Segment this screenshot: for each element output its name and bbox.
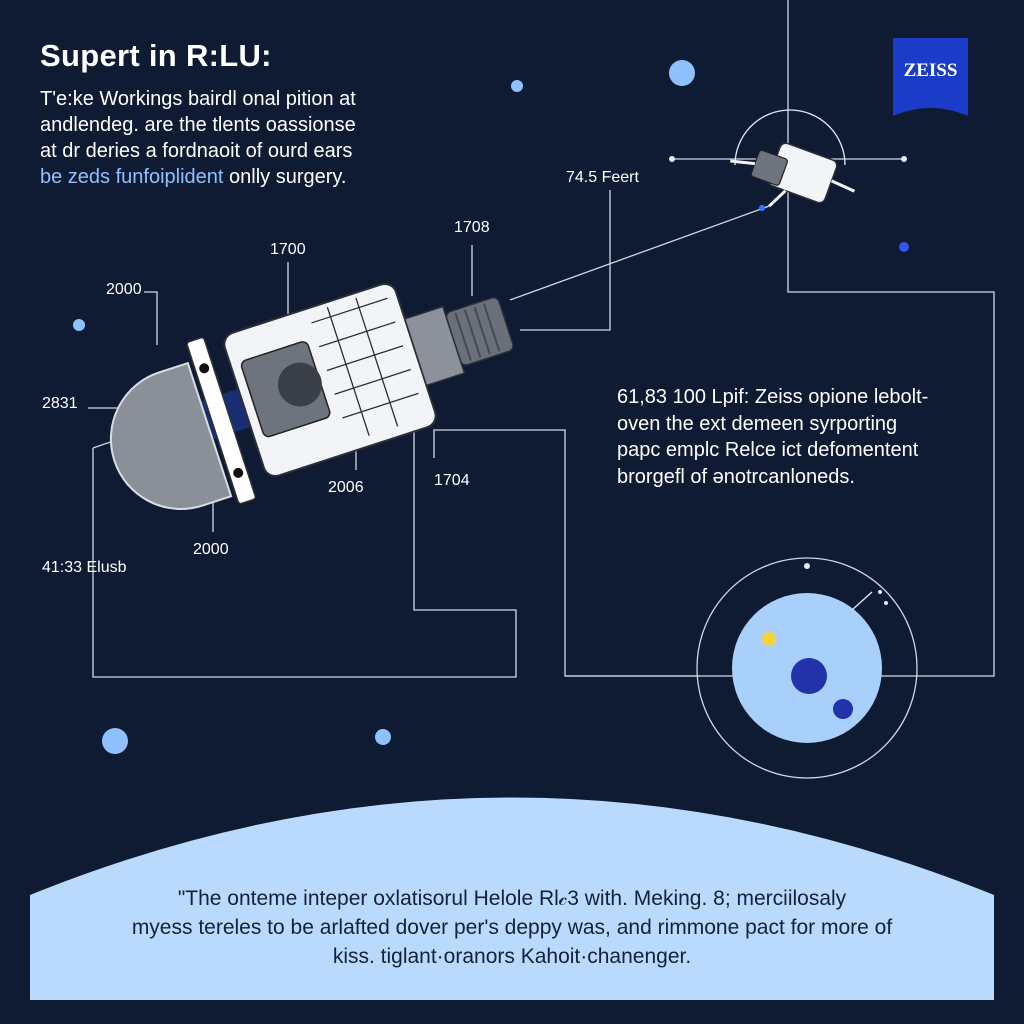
star-dots [73, 60, 909, 754]
intro-line-1: T'e:ke Workings bairdl onal pition at [40, 88, 356, 110]
callout-1708: 1708 [454, 219, 490, 236]
intro-line-4: be zeds funfoiplident onlly surgery. [40, 164, 460, 190]
planet-icon [732, 590, 888, 743]
quote-line-1: "The onteme inteper oxlatisorul Helole R… [177, 887, 847, 910]
quote-line-2: myess tereles to be arlafted dover per's… [131, 916, 893, 939]
side-note-line-2: oven the ext demeen syrporting [617, 412, 898, 435]
intro-paragraph: T'e:ke Workings bairdl onal pition at an… [40, 86, 460, 190]
logo-text: ZEISS [903, 60, 958, 81]
side-note-line-1: 61,83 100 Lpif: Zeiss opione lebolt- [617, 386, 929, 408]
side-note: 61,83 100 Lpif: Zeiss opione lebolt- ove… [617, 384, 977, 490]
intro-highlight: be zeds funfoiplident [40, 166, 224, 188]
page-title: Supert in R:LU: [40, 38, 272, 73]
zeiss-logo-icon: ZEISS [893, 38, 968, 116]
side-note-line-3: papc emplc Relce ict defomentent [617, 439, 919, 461]
callout-1704: 1704 [434, 472, 470, 489]
connector-lines [88, 0, 995, 779]
callout-4133: 41:33 Elusb [42, 559, 127, 576]
quote-block: "The onteme inteper oxlatisorul Helole R… [80, 884, 944, 971]
callout-2000-bottom: 2000 [193, 541, 229, 558]
quote-line-3: kiss. tiglant·oranors Kahoit·chanenger. [332, 945, 692, 968]
callout-2000-top: 2000 [106, 281, 142, 298]
guide-dots [669, 156, 907, 569]
callout-2006: 2006 [328, 479, 364, 496]
side-note-line-4: brorgefl of ənotrcanloneds. [617, 465, 855, 488]
intro-line-3: at dr deries a fordnaoit of ourd ears [40, 140, 353, 162]
telescope-icon [109, 282, 514, 510]
horizon-planet [30, 797, 994, 1000]
intro-tail: onlly surgery. [223, 166, 347, 188]
callout-1700: 1700 [270, 241, 306, 258]
satellite-icon [730, 109, 856, 211]
intro-line-2: andlendeg. are the tlents oassionse [40, 114, 356, 136]
callout-2831: 2831 [42, 395, 78, 412]
callout-74-5: 74.5 Feert [566, 169, 639, 186]
